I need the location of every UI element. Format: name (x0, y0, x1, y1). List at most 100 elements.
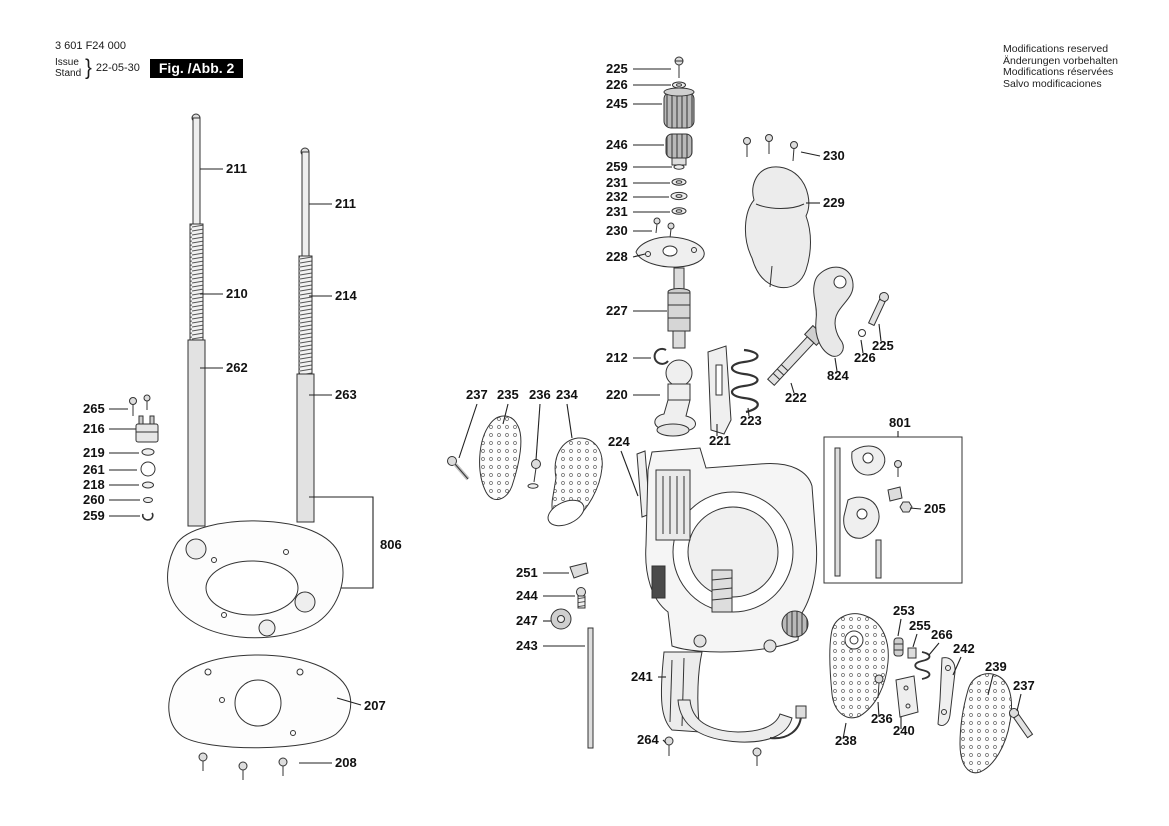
part-number-label: 232 (606, 189, 628, 204)
part-screws-230-right (743, 134, 798, 162)
part-number-label: 211 (335, 196, 356, 211)
leader-line (834, 357, 838, 372)
part-nut-205 (899, 501, 913, 513)
part-number-label: 224 (608, 434, 630, 449)
part-number-label: 806 (380, 537, 402, 552)
leader-line (662, 739, 667, 744)
part-number-label: 243 (516, 638, 538, 653)
document-header: 3 601 F24 000 Issue Stand } 22-05-30 Fig… (55, 40, 244, 80)
part-screw-236-mid (527, 459, 541, 489)
part-number-label: 219 (83, 445, 105, 460)
leader-line (928, 642, 940, 656)
part-number-label: 245 (606, 96, 628, 111)
leader-line (620, 450, 639, 497)
part-number-label: 259 (83, 508, 105, 523)
part-screw-265 (129, 394, 151, 416)
notice-en: Modifications reserved (1003, 43, 1109, 55)
part-screws-230-mid (653, 217, 675, 239)
part-washer-231b (671, 207, 687, 215)
part-base-plate-806 (167, 520, 344, 639)
leader-line (1016, 693, 1022, 712)
part-number-label: 230 (606, 223, 628, 238)
threaded-spindle-214 (298, 255, 313, 375)
part-number-label: 246 (606, 137, 628, 152)
part-number-label: 242 (953, 641, 975, 656)
part-guide-rod-right-211 (296, 147, 315, 523)
part-number-label: 266 (931, 627, 953, 642)
part-disc-247 (550, 608, 572, 630)
issue-date: 22-05-30 (95, 61, 140, 74)
leader-line (842, 722, 847, 740)
part-clip-259 (141, 512, 154, 521)
part-ring-261 (140, 461, 156, 477)
part-number-label: 264 (637, 732, 659, 747)
part-number-label: 205 (924, 501, 946, 516)
part-washer-260 (143, 497, 153, 503)
part-stop-block-216 (135, 415, 159, 443)
part-bracket-221 (707, 345, 732, 435)
part-handle-grip-235 (479, 415, 522, 501)
part-number-label: 229 (823, 195, 845, 210)
part-screw-237-left (447, 456, 470, 481)
part-rod-243 (587, 627, 594, 749)
part-wing-plate-228 (635, 236, 705, 268)
part-number-label: 255 (909, 618, 931, 633)
part-number-label: 227 (606, 303, 628, 318)
part-handle-cone-234 (547, 437, 603, 527)
leader-line (897, 618, 902, 637)
part-sole-ring (677, 699, 807, 766)
part-clamp-lever-824 (813, 266, 854, 357)
modification-notices: Modifications reserved Änderungen vorbeh… (1003, 43, 1118, 90)
part-number-label: 260 (83, 492, 105, 507)
part-number-label: 251 (516, 565, 538, 580)
part-ring-226-right (858, 329, 866, 337)
part-number-label: 253 (893, 603, 915, 618)
brace-glyph: } (85, 55, 92, 80)
part-spring-223 (730, 348, 759, 414)
part-main-housing (645, 447, 818, 653)
part-number-label: 244 (516, 588, 538, 603)
part-guide-rod-left-211 (187, 113, 206, 527)
part-number-label: 220 (606, 387, 628, 402)
leader-line (535, 403, 541, 461)
part-number-label: 225 (606, 61, 628, 76)
part-number-label: 241 (631, 669, 653, 684)
part-washer-231a (671, 178, 687, 186)
part-screw-264 (664, 736, 674, 756)
part-number-label: 226 (854, 350, 876, 365)
leader-line (309, 496, 374, 589)
part-guide-foot-220 (654, 359, 696, 437)
part-screw-236-right (874, 674, 884, 699)
part-number-label: 237 (466, 387, 488, 402)
issue-label: Issue (55, 57, 79, 68)
leader-line (566, 403, 573, 439)
leader-line (336, 697, 362, 706)
notice-fr: Modifications réservées (1003, 66, 1114, 78)
part-bolt-222 (766, 324, 826, 387)
leader-line (987, 674, 994, 696)
part-pin-253 (893, 637, 904, 657)
part-number-label: 225 (872, 338, 894, 353)
part-screws-208 (198, 752, 288, 780)
part-bracket-242 (937, 657, 956, 727)
part-number-label: 239 (985, 659, 1007, 674)
adjuster-knob (781, 610, 809, 638)
part-number-label: 236 (529, 387, 551, 402)
part-bolt-244 (576, 587, 586, 609)
part-cover-238 (829, 613, 889, 719)
leader-line (800, 151, 821, 157)
part-number-label: 231 (606, 175, 628, 190)
part-snap-ring-212 (653, 347, 669, 365)
part-knob-246 (665, 133, 693, 166)
part-number-label: 218 (83, 477, 105, 492)
part-knob-245 (663, 87, 695, 129)
part-number-label: 221 (709, 433, 731, 448)
leader-line (458, 403, 478, 459)
part-screw-225-right (867, 292, 889, 327)
part-number-label: 237 (1013, 678, 1035, 693)
part-washer-218 (142, 481, 154, 489)
part-guide-sleeve-229 (744, 166, 811, 289)
part-ring-219 (141, 448, 155, 456)
